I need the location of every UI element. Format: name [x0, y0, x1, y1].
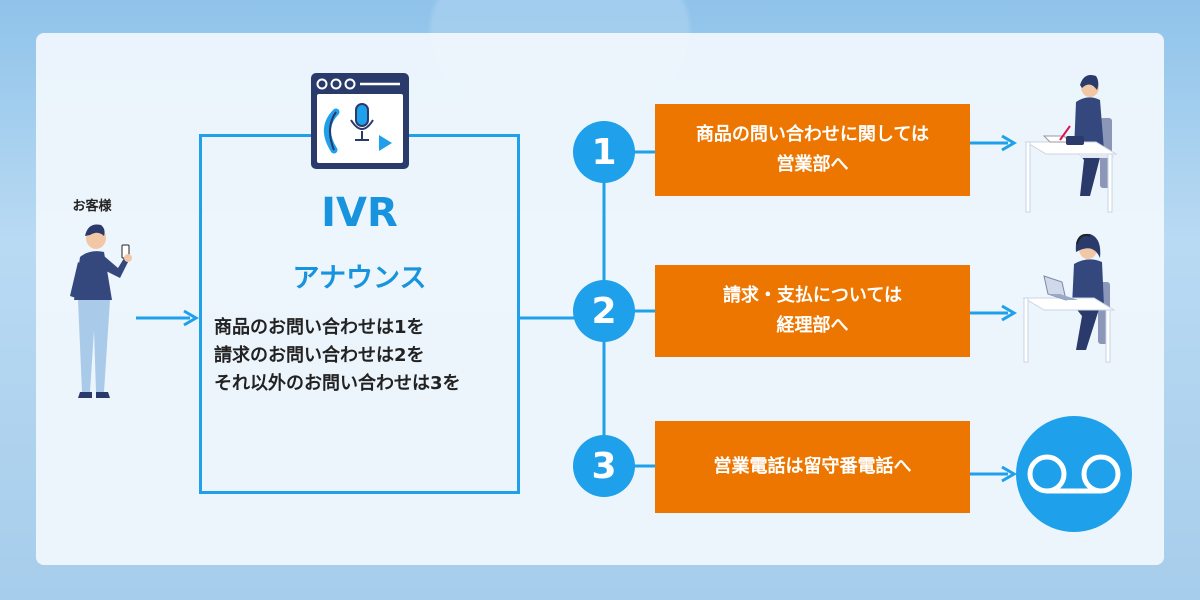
option-box-sales: 商品の問い合わせに関しては 営業部へ	[655, 104, 970, 196]
operator-at-desk-icon	[1024, 75, 1118, 213]
person-with-phone-icon	[70, 224, 132, 398]
option-box-line: 商品の問い合わせに関しては	[695, 124, 930, 145]
ivr-line: それ以外のお問い合わせは3を	[214, 373, 461, 394]
option-box-line: 請求・支払については	[722, 285, 903, 306]
option-box-line: 経理部へ	[776, 315, 849, 336]
option-box-voicemail: 営業電話は留守番電話へ	[655, 421, 970, 513]
option-number-2: 2	[573, 280, 635, 342]
voicemail-icon	[1016, 416, 1132, 532]
option-box-accounting: 請求・支払については 経理部へ	[655, 265, 970, 357]
ivr-title: IVR	[321, 190, 398, 236]
ivr-line: 商品のお問い合わせは1を	[214, 317, 425, 338]
ivr-line: 請求のお問い合わせは2を	[214, 345, 425, 366]
ivr-announcement: 商品のお問い合わせは1を 請求のお問い合わせは2を それ以外のお問い合わせは3を	[214, 314, 514, 398]
option-box-line: 営業部へ	[776, 154, 849, 175]
customer-label: お客様	[72, 199, 112, 214]
ivr-subtitle: アナウンス	[292, 263, 427, 294]
operator-with-laptop-icon	[1022, 233, 1116, 363]
option-number-1: 1	[573, 121, 635, 183]
option-box-line: 営業電話は留守番電話へ	[713, 456, 912, 477]
option-number-3: 3	[573, 435, 635, 497]
ivr-window-phone-mic-icon	[311, 73, 409, 169]
